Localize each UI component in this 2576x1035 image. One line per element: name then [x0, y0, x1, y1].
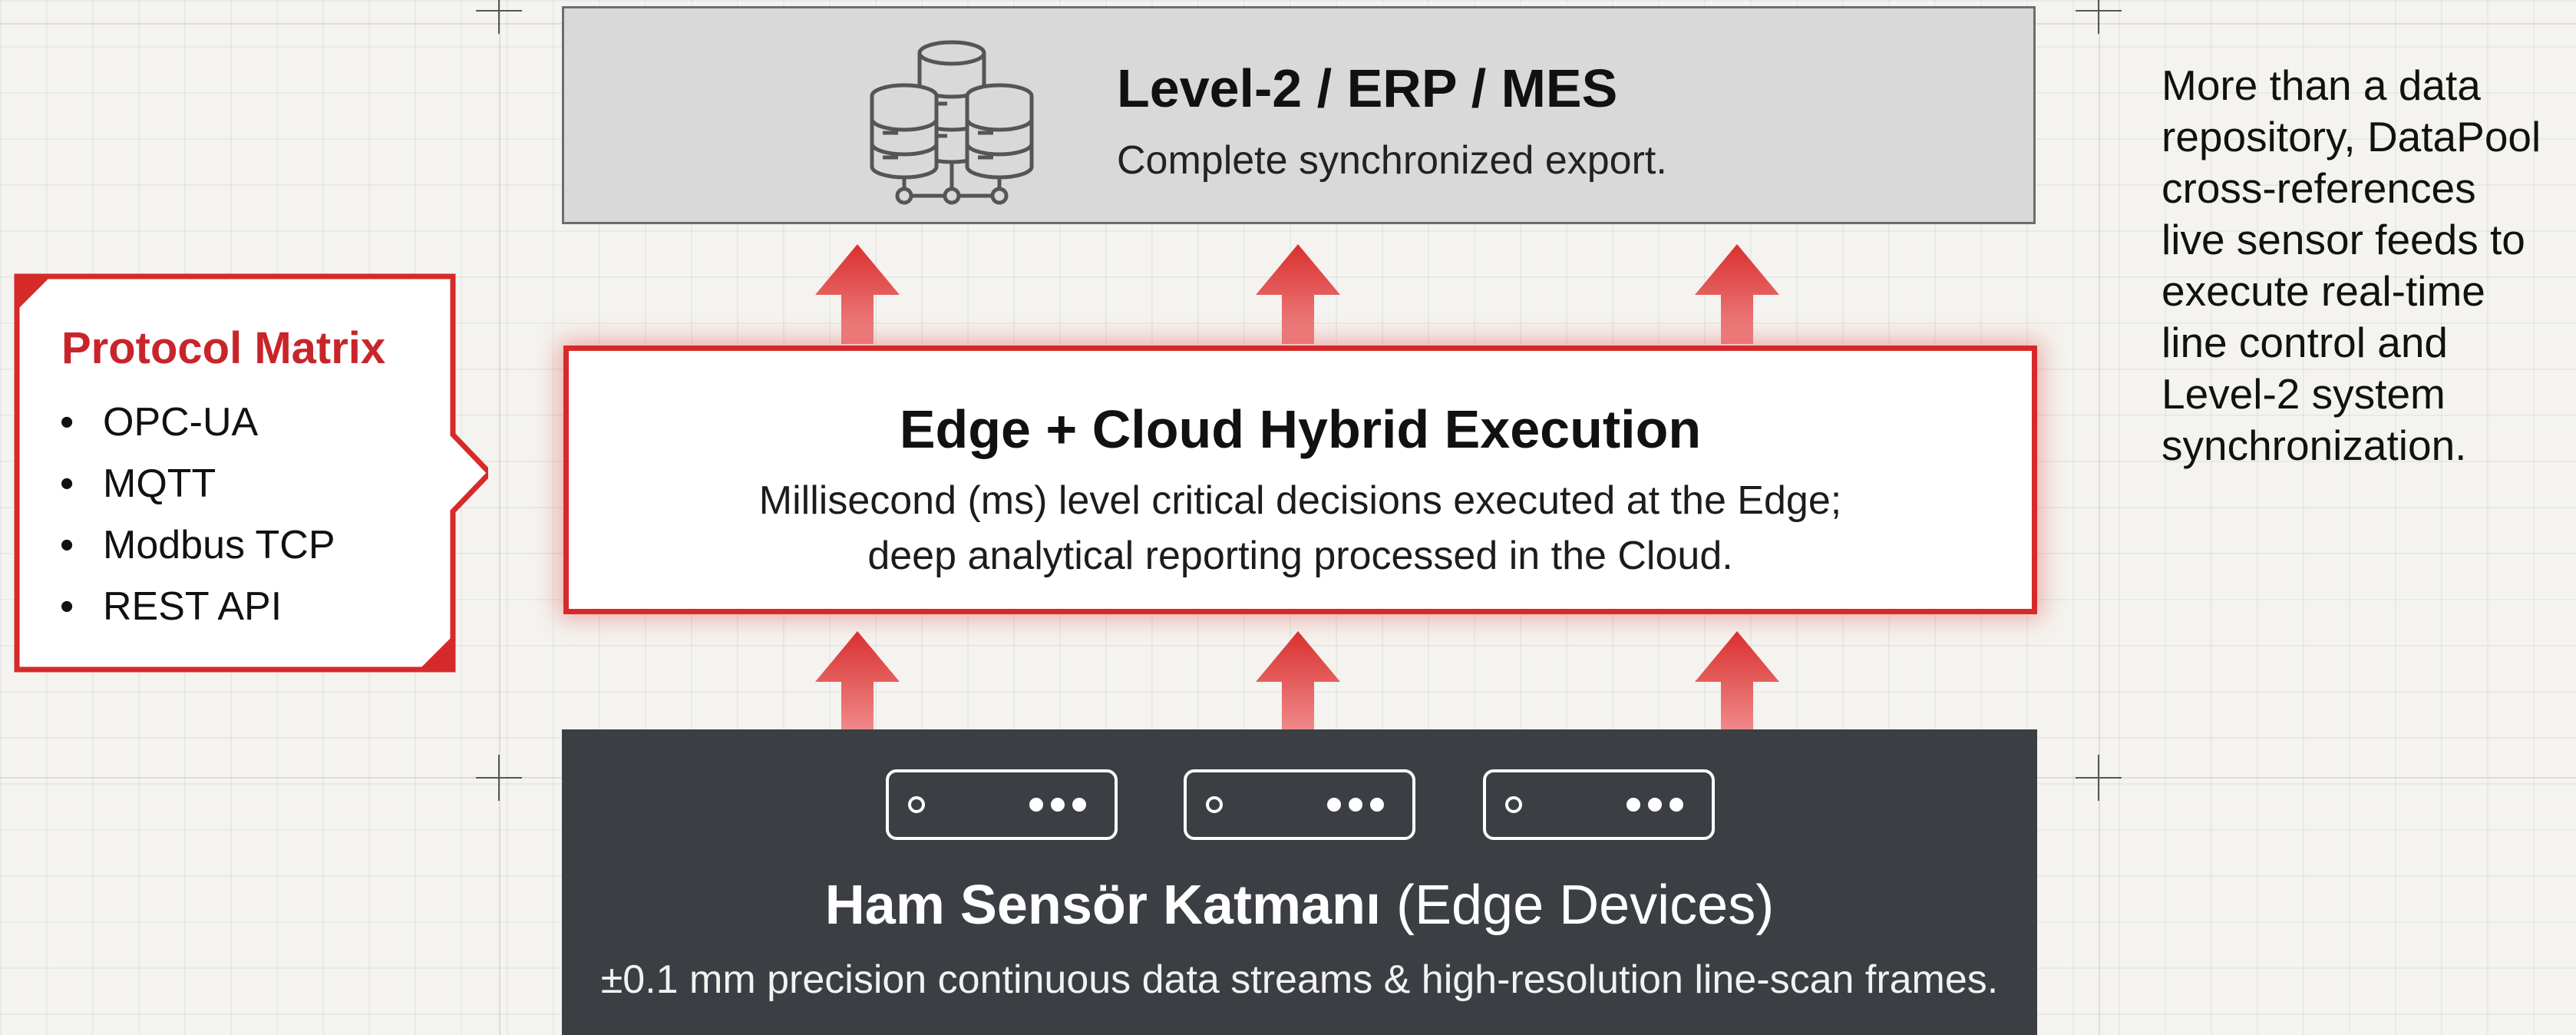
up-arrow-icon [815, 631, 900, 731]
note-line: live sensor feeds to [2162, 216, 2525, 263]
up-arrow-icon [1695, 244, 1779, 344]
hybrid-execution-title: Edge + Cloud Hybrid Execution [899, 399, 1702, 459]
up-arrow-icon [1256, 631, 1340, 731]
up-arrow-icon [815, 244, 900, 344]
grid-line [2099, 0, 2100, 1035]
note-line: Level-2 system [2162, 370, 2446, 418]
list-item: •OPC-UA [60, 400, 259, 445]
note-line: synchronization. [2162, 422, 2467, 469]
protocol-item: Modbus TCP [103, 523, 335, 567]
hybrid-execution-layer: Edge + Cloud Hybrid Execution Millisecon… [563, 346, 2037, 614]
edge-device-icon [1184, 769, 1415, 840]
list-item: •REST API [60, 584, 282, 629]
hybrid-execution-line-2: deep analytical reporting processed in t… [867, 534, 1733, 578]
crosshair-mark [2076, 0, 2122, 34]
crosshair-mark [476, 755, 522, 801]
edge-device-icon [886, 769, 1118, 840]
note-line: repository, DataPool [2162, 113, 2541, 160]
note-line: line control and [2162, 319, 2449, 366]
list-item: •Modbus TCP [60, 523, 335, 567]
erp-mes-layer: Level-2 / ERP / MES Complete synchronize… [562, 6, 2036, 224]
note-line: More than a data [2162, 61, 2481, 109]
database-cluster-icon [867, 36, 1036, 208]
protocol-list: •OPC-UA •MQTT •Modbus TCP •REST API [60, 392, 335, 637]
note-line: cross-references [2162, 164, 2476, 212]
hybrid-execution-line-1: Millisecond (ms) level critical decision… [758, 478, 1842, 523]
protocol-matrix-callout: Protocol Matrix •OPC-UA •MQTT •Modbus TC… [12, 272, 488, 674]
edge-devices-title: Ham Sensör Katmanı (Edge Devices) [562, 874, 2037, 937]
note-line: execute real-time [2162, 267, 2485, 315]
erp-mes-title: Level-2 / ERP / MES [1117, 58, 1618, 118]
protocol-item: OPC-UA [103, 400, 259, 445]
grid-line [499, 0, 500, 1035]
up-arrow-icon [1256, 244, 1340, 344]
edge-devices-subtitle: ±0.1 mm precision continuous data stream… [600, 957, 1999, 1002]
edge-devices-layer: Ham Sensör Katmanı (Edge Devices) ±0.1 m… [562, 729, 2037, 1035]
up-arrow-icon [1695, 631, 1779, 731]
crosshair-mark [2076, 755, 2122, 801]
crosshair-mark [476, 0, 522, 34]
protocol-matrix-title: Protocol Matrix [61, 323, 386, 373]
erp-mes-subtitle: Complete synchronized export. [1117, 138, 1667, 183]
protocol-item: REST API [103, 584, 282, 629]
datapool-note: More than a data repository, DataPool cr… [2162, 60, 2561, 471]
edge-devices-title-bold: Ham Sensör Katmanı [824, 875, 1381, 936]
edge-device-icon [1483, 769, 1715, 840]
list-item: •MQTT [60, 461, 216, 506]
edge-devices-title-rest: (Edge Devices) [1381, 875, 1775, 936]
protocol-item: MQTT [103, 461, 216, 506]
